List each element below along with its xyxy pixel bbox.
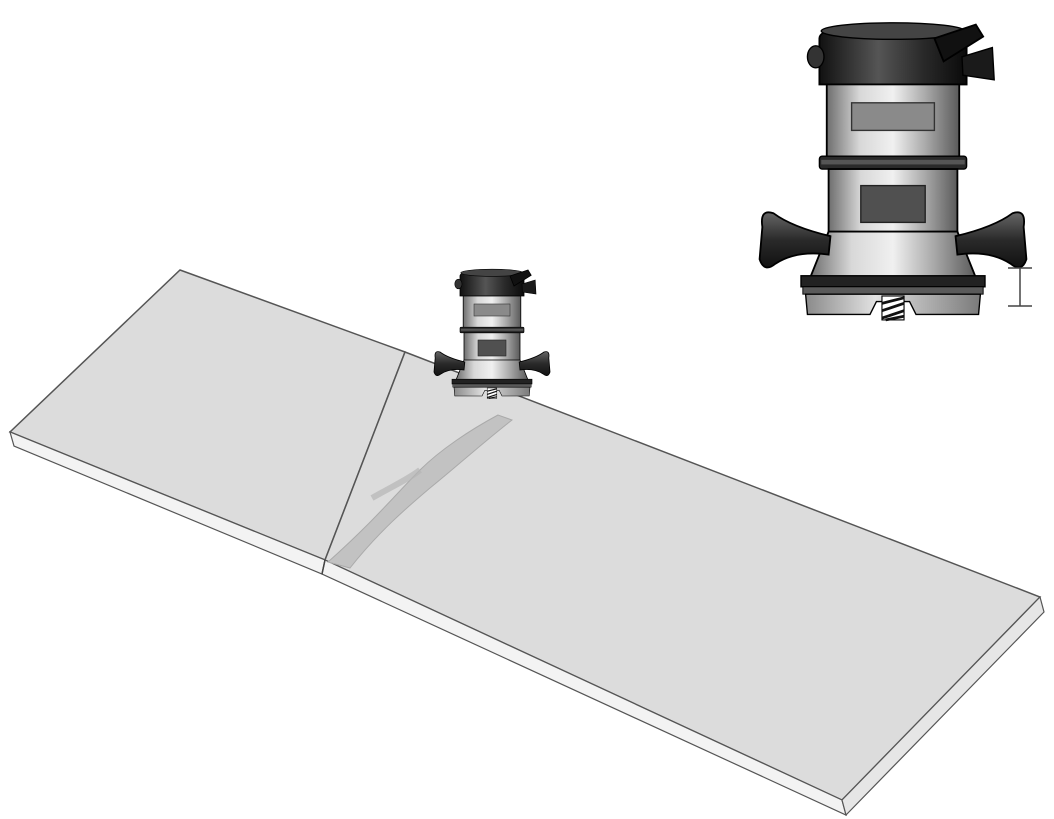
- groove-shadow-edge: [370, 467, 422, 501]
- seam-joint-line: [321, 559, 326, 575]
- right-slab-side-edge: [841, 595, 1045, 817]
- router-detail-view: [758, 21, 1028, 322]
- countertop-left-slab: [8, 269, 406, 575]
- router-tool-detail-icon: [758, 21, 1028, 322]
- depth-dimension-icon: [1008, 267, 1032, 307]
- countertop-right-slab: [321, 351, 1045, 817]
- router-groove-cut: [326, 414, 514, 569]
